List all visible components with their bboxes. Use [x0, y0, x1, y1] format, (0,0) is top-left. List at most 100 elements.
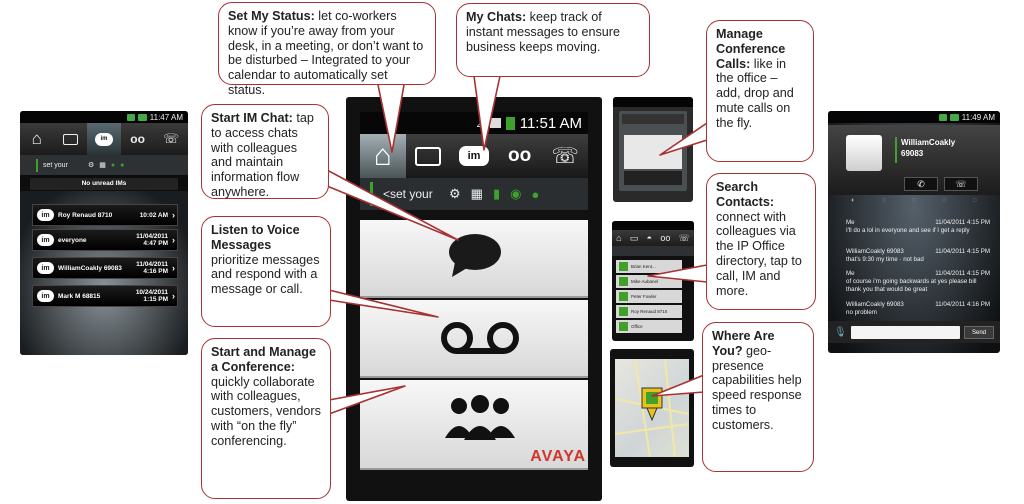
voicemail-icon[interactable]: oo — [660, 233, 671, 243]
map-pin-icon — [641, 387, 663, 421]
status-icon[interactable]: ◌ — [972, 197, 977, 204]
callout-start-manage-conference: Start and Manage a Conference: quickly c… — [201, 338, 331, 499]
tab-conference[interactable]: ☏ — [154, 123, 188, 155]
conference-button[interactable]: ☏ — [944, 177, 978, 191]
conference-icon[interactable]: ☏ — [678, 232, 690, 243]
settings-icon[interactable]: ⚙ — [449, 186, 461, 201]
message-date: 11/04/2011 4:16 PM — [935, 301, 990, 308]
tab-contacts[interactable] — [54, 123, 88, 155]
start-im-chat-button[interactable] — [360, 220, 588, 298]
callout-body: geo-presence capabilities help speed res… — [712, 343, 802, 432]
avatar — [846, 135, 882, 171]
presence-green-icon[interactable]: ▮ — [492, 186, 501, 201]
microphone-icon[interactable]: 🎙 — [834, 326, 847, 338]
status-bar-green-indicator — [36, 158, 38, 172]
status-icon[interactable]: ◌ — [911, 197, 917, 204]
chat-name: Roy Renaud 8710 — [58, 211, 113, 219]
tab-contacts[interactable] — [406, 134, 452, 178]
conference-button[interactable]: AVAYA — [360, 380, 588, 470]
presence-green-dot-icon[interactable]: ● — [120, 161, 125, 169]
search-strip[interactable] — [612, 246, 694, 256]
call-header — [622, 114, 684, 124]
right-phone-screenshot: 11:49 AM WilliamCoakly 69083 ✆ ☏ ◐ ◌ ◌ ◌ ◌ M… — [828, 111, 1000, 353]
dialpad-icon[interactable]: ▦ — [470, 186, 483, 201]
contact-item[interactable]: Office — [616, 320, 682, 333]
chat-item[interactable]: im Roy Renaud 8710 10:02 AM › — [32, 204, 178, 226]
phone-icon: ✆ — [917, 179, 925, 189]
contact-header: WilliamCoakly 69083 ✆ ☏ — [828, 125, 1000, 195]
callout-title: Listen to Voice Messages — [211, 223, 300, 252]
map-phone-screenshot — [610, 349, 694, 467]
send-button[interactable]: Send — [964, 325, 994, 339]
tab-home[interactable]: ⌂ — [360, 134, 406, 178]
presence-available-icon[interactable]: ◉ — [510, 186, 522, 201]
search-contacts-phone-screenshot: ⌂ ▭ ◓ oo ☏ Brian Kent... Mike Aubanel Peter … — [612, 221, 694, 341]
tab-home[interactable]: ⌂ — [20, 123, 54, 155]
message-date: 11/04/2011 4:15 PM — [935, 270, 990, 277]
tab-voicemail[interactable]: oo — [497, 134, 543, 178]
im-icon: im — [37, 262, 54, 274]
status-strip[interactable]: set your ⚙ ▦ ● ● — [20, 155, 188, 175]
battery-icon — [137, 113, 147, 121]
im-chat-icon[interactable]: ◓ — [646, 233, 653, 243]
contact-name: Roy Renaud 8710 — [631, 309, 668, 314]
status-bar — [613, 97, 693, 107]
conference-icon: ☏ — [163, 131, 180, 146]
callout-title: My Chats: — [466, 10, 527, 24]
chevron-right-icon: › — [172, 210, 175, 220]
message-from: Me — [846, 219, 855, 226]
callout-title: Manage Conference Calls: — [716, 27, 786, 71]
callout-start-im-chat: Start IM Chat: tap to access chats with … — [201, 104, 329, 199]
status-icon[interactable]: ◌ — [881, 197, 886, 204]
settings-icon[interactable]: ⚙ — [88, 162, 95, 169]
status-icon[interactable]: ◐ — [851, 197, 856, 204]
tab-chats[interactable]: im — [451, 134, 497, 178]
chat-item[interactable]: im WilliamCoakly 69083 11/04/2011 4:16 P… — [32, 257, 178, 279]
tab-voicemail[interactable]: oo — [121, 123, 155, 155]
chat-timestamp: 10/24/2011 1:15 PM — [136, 289, 168, 303]
chat-timestamp: 11/04/2011 4:16 PM — [136, 261, 168, 275]
contact-item[interactable]: Peter Fowler — [616, 290, 682, 303]
chevron-right-icon: › — [172, 291, 175, 301]
chat-bubble-icon — [449, 234, 501, 277]
contact-item[interactable]: Brian Kent... — [616, 260, 682, 273]
tab-conference[interactable]: ☏ — [542, 134, 588, 178]
contact-item[interactable]: Mike Aubanel — [616, 275, 682, 288]
im-icon: im — [37, 209, 54, 221]
contact-item[interactable]: Roy Renaud 8710 — [616, 305, 682, 318]
message-input[interactable] — [850, 325, 960, 339]
message-from: WilliamCoakly 69083 — [846, 248, 904, 255]
contact-name: Office — [631, 324, 643, 329]
callout-where-are-you: Where Are You? geo-presence capabilities… — [702, 322, 814, 472]
presence-green-icon — [619, 277, 628, 286]
signal-icon — [126, 113, 135, 121]
message-text: of course i'm going backwards at yes ple… — [846, 278, 977, 293]
contact-card-icon[interactable]: ▭ — [629, 232, 639, 243]
presence-green-icon — [619, 322, 628, 331]
status-bar — [612, 221, 694, 230]
chat-item[interactable]: im everyone 11/04/2011 4:47 PM › — [32, 229, 178, 251]
presence-green-icon[interactable]: ● — [110, 161, 116, 169]
status-icon[interactable]: ◌ — [942, 197, 947, 204]
clock-text: 11:49 AM — [961, 112, 995, 122]
message-text: that's 9:30 my time · not bad — [846, 256, 924, 263]
clock-text: 11:47 AM — [149, 112, 183, 122]
dialpad-icon[interactable]: ▦ — [99, 162, 106, 169]
callout-manage-conference-calls: Manage Conference Calls: like in the off… — [706, 20, 814, 162]
tab-chats[interactable]: im — [87, 123, 121, 155]
chat-date: 11/04/2011 — [136, 233, 168, 240]
signal-icon — [938, 113, 947, 121]
im-chat-icon: im — [458, 146, 489, 166]
voice-messages-button[interactable] — [360, 300, 588, 378]
callout-title: Where Are You? — [712, 329, 775, 358]
chat-time: 1:15 PM — [143, 296, 168, 303]
map-view[interactable] — [615, 359, 689, 457]
status-strip[interactable]: <set your ⚙ ▦ ▮ ◉ ● — [360, 178, 588, 210]
chat-item[interactable]: im Mark M 68815 10/24/2011 1:15 PM › — [32, 285, 178, 307]
battery-icon — [505, 116, 515, 130]
presence-green-dot-icon[interactable]: ● — [531, 186, 540, 202]
callout-body: prioritize messages and respond with a m… — [211, 252, 320, 297]
call-button[interactable]: ✆ — [904, 177, 938, 191]
callout-title: Search Contacts: — [716, 180, 775, 209]
home-icon[interactable]: ⌂ — [616, 233, 622, 243]
